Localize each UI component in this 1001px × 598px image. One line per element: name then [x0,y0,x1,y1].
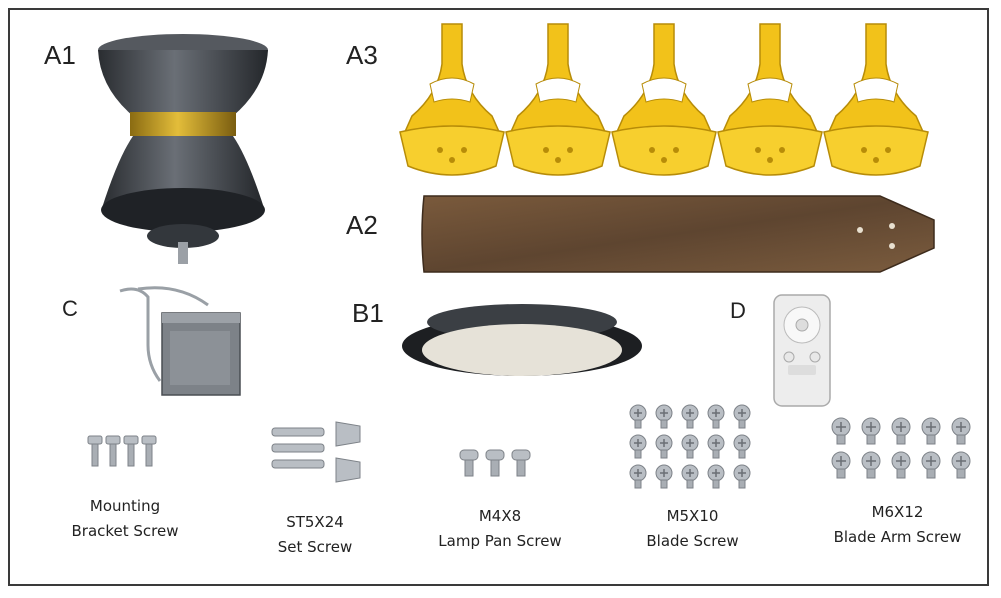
caption-line: Lamp Pan Screw [438,532,562,550]
label-d: D [730,298,746,323]
lamp-pan-image [402,304,642,376]
caption-line: Set Screw [277,538,353,556]
caption-line: Mounting [89,497,161,515]
caption-set-screw: ST5X24 Set Screw [250,510,380,560]
label-a2: A2 [346,210,378,240]
caption-line: M5X10 [666,507,719,525]
caption-blade-arm-screw: M6X12 Blade Arm Screw [815,500,980,550]
blade-screws-image [629,404,751,489]
caption-line: M6X12 [871,503,924,521]
diagram-frame [8,8,989,586]
blade-arms-image [399,23,929,176]
lamp-pan-screws-image [459,449,531,477]
receiver-box-image [119,286,241,396]
mounting-screws-image [87,435,157,467]
caption-line: M4X8 [478,507,522,525]
caption-line: Bracket Screw [71,522,179,540]
caption-line: ST5X24 [286,513,344,531]
blade-arm-screws-image [831,417,971,479]
label-b1: B1 [352,298,384,328]
caption-blade-screw: M5X10 Blade Screw [620,504,765,554]
label-c: C [62,296,78,321]
label-a1: A1 [44,40,76,70]
caption-line: Blade Arm Screw [833,528,962,546]
set-screws-image [271,421,361,483]
fan-blade-image [421,195,935,273]
remote-control-image [773,294,831,407]
caption-line: Blade Screw [646,532,739,550]
label-a3: A3 [346,40,378,70]
motor-housing-image [98,34,268,264]
caption-lamp-pan-screw: M4X8 Lamp Pan Screw [420,504,580,554]
caption-mounting-bracket-screw: Mounting Bracket Screw [50,494,200,544]
